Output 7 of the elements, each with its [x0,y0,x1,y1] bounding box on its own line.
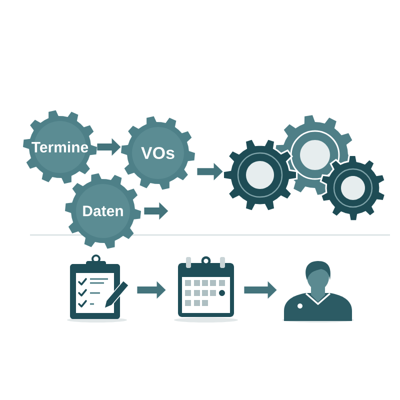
gear: Daten [65,173,141,249]
gear: Termine [23,110,97,184]
gears-icon [222,115,386,222]
gear: VOs [121,116,195,190]
person-icon [282,261,354,322]
calendar-icon [174,256,238,322]
clipboard-icon [67,254,130,322]
